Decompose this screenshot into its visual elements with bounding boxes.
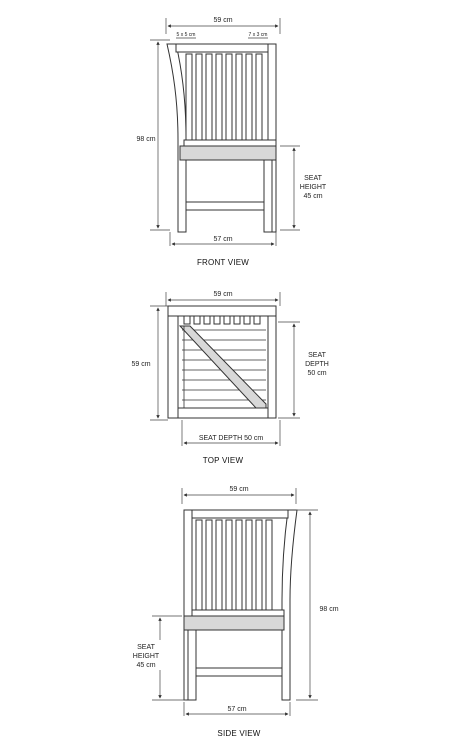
front-top-rail — [175, 43, 269, 53]
front-width-top-label: 59 cm — [213, 17, 232, 24]
top-seat-depth-label-1: SEAT — [308, 352, 326, 359]
top-seat-depth-label-2: DEPTH — [305, 361, 329, 368]
side-height-label-bg — [316, 604, 342, 614]
side-width-top-label: 59 cm — [229, 486, 248, 493]
top-view-group: 59 cm 59 cm — [130, 291, 330, 465]
front-post-size-right-label: 7 x 3 cm — [249, 32, 268, 38]
front-seat-height-label-bg — [298, 172, 328, 202]
top-seat-depth-label-3: 50 cm — [307, 370, 326, 377]
side-width-bottom-label: 57 cm — [227, 706, 246, 713]
top-back-slat-ends — [183, 315, 261, 325]
side-seat-height-label-bg — [130, 640, 162, 670]
front-rear-leg-left — [166, 43, 187, 233]
top-width-top-label: 59 cm — [213, 291, 232, 298]
top-right-rail — [267, 315, 277, 419]
front-view-title: FRONT VIEW — [197, 258, 249, 267]
side-stretcher — [195, 667, 283, 677]
side-height-label: 98 cm — [319, 606, 338, 613]
top-diagonal-cutaway — [178, 325, 267, 409]
front-height-label: 98 cm — [136, 136, 155, 143]
front-seat — [179, 145, 277, 161]
side-top-rail — [191, 509, 289, 519]
side-rear-leg-right — [281, 509, 298, 701]
front-width-bottom-label: 57 cm — [213, 236, 232, 243]
top-seat-depth-bottom-label: SEAT DEPTH 50 cm — [199, 435, 263, 442]
side-back-slats — [195, 519, 273, 611]
top-seat-depth-label-bg — [300, 348, 330, 378]
side-seat — [183, 615, 285, 631]
top-front-rail — [177, 407, 269, 419]
front-seat-height-label-2: HEIGHT — [300, 184, 327, 191]
front-seat-height-label-1: SEAT — [304, 175, 322, 182]
front-seat-height-label-3: 45 cm — [303, 193, 322, 200]
side-view-group: 59 cm 98 cm SEAT HEIGHT 45 cm — [130, 486, 342, 738]
top-depth-label-bg — [130, 359, 152, 368]
side-back-bottom-rail — [191, 609, 285, 617]
side-front-leg-left — [187, 629, 197, 701]
top-view-title: TOP VIEW — [203, 456, 244, 465]
side-seat-height-label-2: HEIGHT — [133, 653, 160, 660]
side-seat-height-label-3: 45 cm — [136, 662, 155, 669]
top-back-rail — [167, 305, 277, 317]
side-seat-height-label-1: SEAT — [137, 644, 155, 651]
front-front-leg-right — [263, 159, 273, 233]
side-view-title: SIDE VIEW — [217, 729, 260, 738]
front-back-bottom-rail — [183, 139, 277, 147]
front-view-group: 59 cm 5 x 5 cm 7 x 3 cm 98 cm — [136, 17, 328, 267]
top-left-rail — [167, 305, 179, 419]
front-height-label-bg — [136, 134, 154, 143]
front-stretcher — [185, 201, 265, 211]
front-back-slats — [185, 53, 263, 141]
front-post-size-left-label: 5 x 5 cm — [177, 32, 196, 38]
top-depth-left-label: 59 cm — [131, 361, 150, 368]
